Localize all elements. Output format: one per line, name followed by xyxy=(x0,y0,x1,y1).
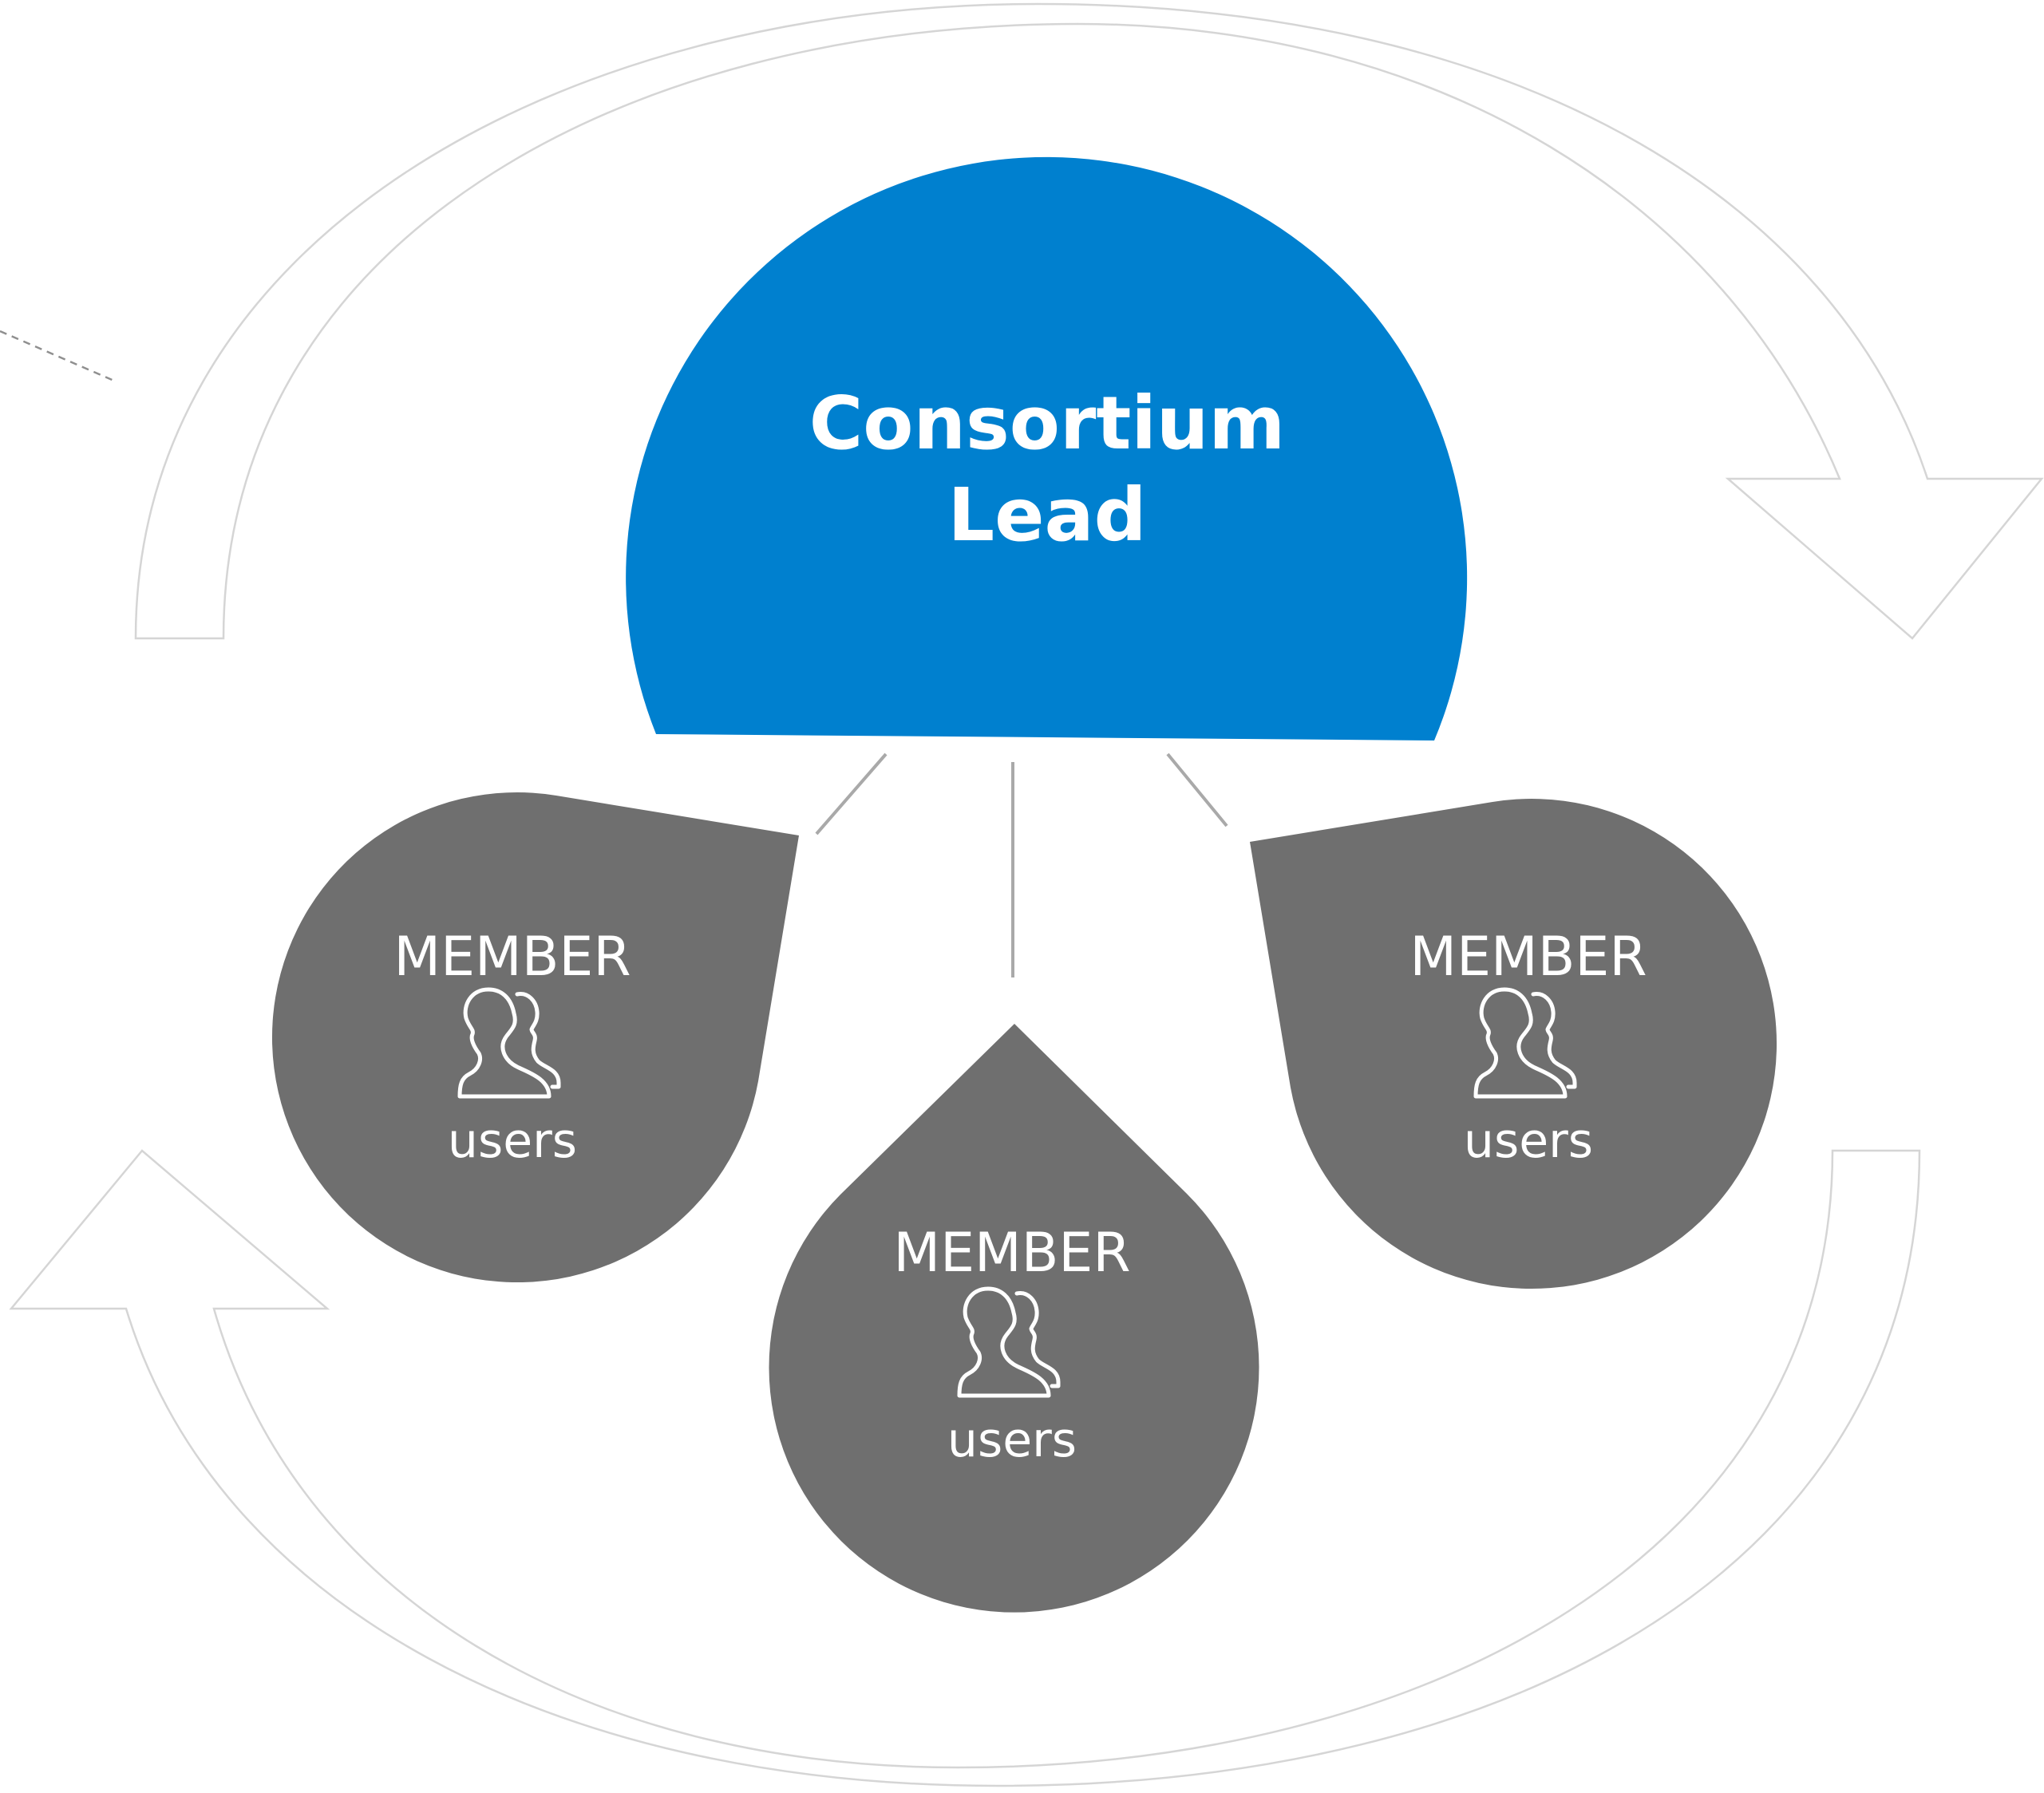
member-node-left: MEMBER users xyxy=(271,792,799,1283)
cycle-arrow-bottom xyxy=(9,1149,1921,1787)
lead-title-line1: Consortium xyxy=(809,381,1285,466)
connector-right xyxy=(1166,752,1228,827)
cycle-arrow-top xyxy=(134,2,2044,640)
connector-left xyxy=(815,752,888,835)
users-icon xyxy=(1473,987,1577,1099)
users-caption: users xyxy=(448,1113,577,1169)
lead-title-line2: Lead xyxy=(948,472,1147,558)
users-caption: users xyxy=(947,1412,1077,1468)
member-title: MEMBER xyxy=(893,1222,1130,1285)
member-node-center: MEMBER users xyxy=(769,1024,1259,1613)
users-icon xyxy=(957,1286,1061,1398)
users-caption: users xyxy=(1464,1113,1593,1169)
lead-shape xyxy=(626,156,1468,741)
member-shape-right xyxy=(1250,799,1777,1289)
users-icon xyxy=(457,987,561,1099)
consortium-lead-node: Consortium Lead xyxy=(626,156,1468,741)
member-title: MEMBER xyxy=(393,926,631,989)
dashed-mark xyxy=(0,330,117,383)
member-node-right: MEMBER users xyxy=(1250,799,1777,1289)
member-title: MEMBER xyxy=(1409,926,1647,989)
